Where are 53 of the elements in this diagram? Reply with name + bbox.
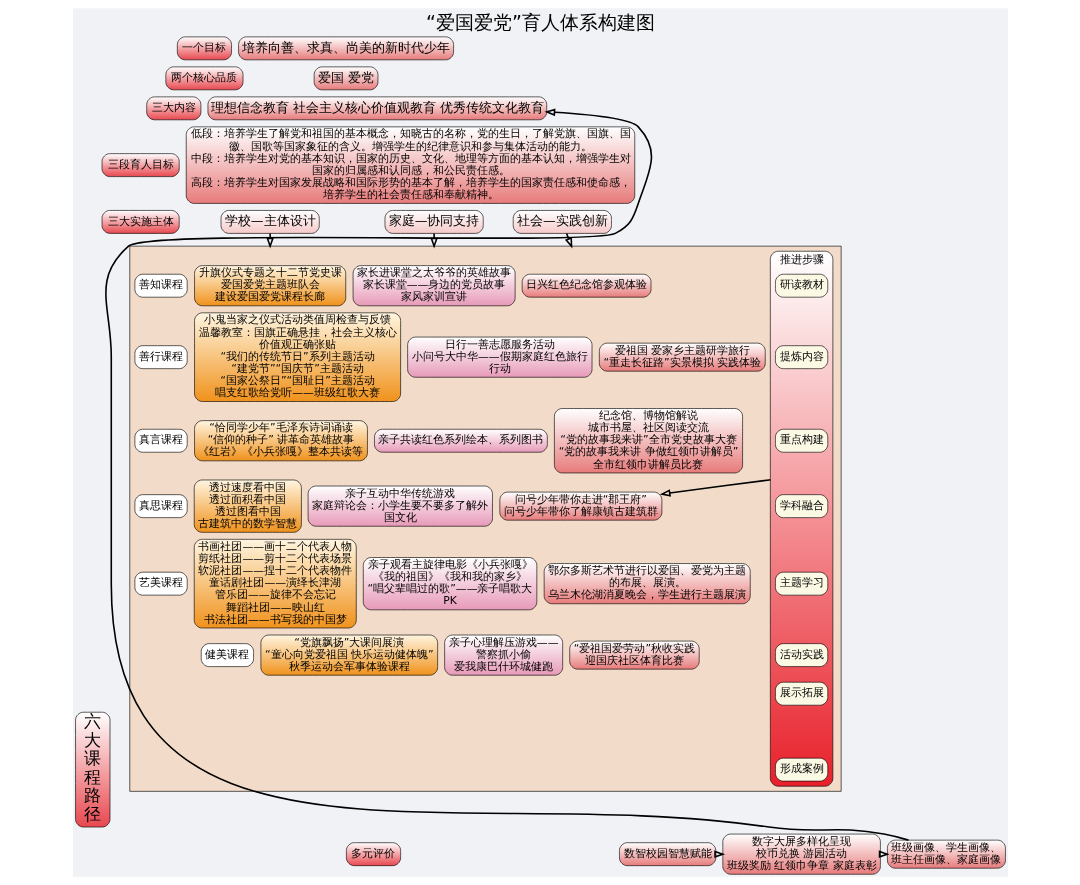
- node-box: 家长进课堂之太爷爷的英雄故事 家长课堂——身边的党员故事 家风家训宣讲: [352, 265, 515, 307]
- node-box: 爱祖国 爱家乡主题研学旅行 “重走长征路”实景模拟 实践体验: [598, 342, 766, 372]
- arrow: [104, 108, 909, 841]
- node-box: 学校—主体设计: [220, 210, 320, 234]
- node-box: 亲子心理解压游戏—— 警察抓小偷 爱我康巴什环城健跑: [443, 634, 563, 676]
- diagram-title: “爱国爱党”育人体系构建图: [425, 10, 655, 34]
- node-box: 善行课程: [134, 345, 187, 369]
- node-box: 低段：培养学生了解党和祖国的基本概念，知晓古的名称，党的生日，了解党旗、国旗、国徽、国歌等国家象征的含义。增强学生的纪律意识和参与集体活动的能力。 中段：培养学生对党的基本知识，国家的历史、文化、地理等方面的基本认知，增强学生对国家的归属感和认同感，和公民责任感。 高段：培养学生对国家发展战略和国际形势的基本了解，培养学生的国家责任感和使命感，培养学生的社会责任感和奉献精神。: [185, 126, 635, 204]
- node-box: 培养向善、求真、尚美的新时代少年: [237, 36, 454, 61]
- node-box: 亲子互动中华传统游戏 家庭辩论会：小学生要不要多了解外国文化: [307, 485, 493, 527]
- node-box: 理想信念教育 社会主义核心价值观教育 优秀传统文化教育: [207, 96, 547, 121]
- node-box: 两个核心品质: [165, 66, 243, 91]
- node-box: 日兴红色纪念馆参观体验: [521, 273, 651, 298]
- node-box: 重点构建: [774, 428, 828, 453]
- node-box: 纪念馆、博物馆解说 城市书屋、社区阅读交流 “党的故事我来讲”全市党史故事大赛 “党的故事我来讲 争做红领巾讲解员”全市红领巾讲解员比赛: [553, 408, 743, 474]
- node-box: 透过速度看中国 透过面积看中国 透过图看中国 古建筑中的数学智慧: [193, 479, 302, 533]
- node-box: 六大课程路径: [74, 711, 110, 828]
- node-box: 社会—实践创新: [512, 210, 612, 234]
- node-box: 亲子共读红色系列绘本、系列图书: [373, 428, 548, 453]
- node-box: 真言课程: [134, 428, 187, 453]
- node-box: 书画社团——画十二个代表人物 剪纸社团——剪十二个代表场景 软泥社团——捏十二个代表物件 童话剧社团——演绎长津湖 管乐团——旋律不会忘记 舞蹈社团——映山红 书法社团——书写我的中国梦: [193, 539, 357, 629]
- node-box: 三大内容: [145, 96, 201, 121]
- arrow: [265, 232, 274, 249]
- node-box: 班级画像、学生画像、 班主任画像、家庭画像: [886, 839, 1006, 869]
- arrow: [429, 232, 438, 249]
- node-box: “恰同学少年”毛泽东诗词诵读 “信仰的种子” 讲革命英雄故事 《红岩》《小兵张嘎》整本共读等: [193, 420, 368, 462]
- node-box: 问号少年带你走进“郡王府” 问号少年带你了解康镇古建筑群: [499, 491, 662, 521]
- node-box: 一个目标: [176, 36, 232, 61]
- node-box: “爱祖国爱劳动”秋收实践 迎国庆社区体育比赛: [568, 640, 700, 670]
- node-box: 多元评价: [345, 842, 401, 866]
- node-box: 提炼内容: [774, 345, 828, 369]
- cluster: [128, 245, 841, 792]
- node-box: 鄂尔多斯艺术节进行以爱国、爱党为主题的布展、展演。 乌兰木伦湖消夏晚会，学生进行主题展演: [543, 563, 751, 605]
- node-box: 亲子观看主旋律电影《小兵张嘎》 《我的祖国》《我和我的家乡》 “唱父辈唱过的歌”——亲子唱歌大PK: [362, 557, 537, 611]
- node-box: 家庭—协同支持: [384, 210, 484, 234]
- node-box: 展示拓展: [774, 681, 828, 706]
- node-box: 健美课程: [200, 643, 254, 667]
- node-box: “党旗飘扬”大课间展演 “童心向党爱祖国 快乐运动健体魄” 秋季运动会军事体验课程: [260, 634, 438, 676]
- node-box: 升旗仪式专题之十二节党史课 爱国爱党主题班队会 建设爱国爱党课程长廊: [193, 265, 346, 307]
- node-box: 学科融合: [774, 494, 828, 518]
- node-box: 日行一善志愿服务活动 小问号大中华——假期家庭红色旅行行动: [406, 336, 592, 378]
- node-box: 小鬼当家之仪式活动类值周检查与反馈 温馨教室：国旗正确悬挂，社会主义核心价值观正确张贴 “我们的传统节日”系列主题活动 “建党节”“国庆节”主题活动 “国家公祭日”“国耻日”主题活动 唱支红歌给党听——班级红歌大赛: [193, 312, 401, 402]
- node-box: 研读教材: [774, 273, 828, 298]
- node-box: 爱国 爱党: [313, 66, 378, 91]
- node-box: 活动实践: [774, 643, 828, 667]
- node-box: 三段育人目标: [101, 153, 180, 177]
- node-box: 艺美课程: [134, 571, 187, 596]
- node-box: 善知课程: [134, 273, 187, 298]
- node-box: 真思课程: [134, 494, 187, 518]
- node-box: 三大实施主体: [101, 210, 180, 234]
- node-box: 主题学习: [774, 571, 828, 596]
- node-box: 形成案例: [774, 757, 828, 782]
- arrow: [659, 479, 771, 497]
